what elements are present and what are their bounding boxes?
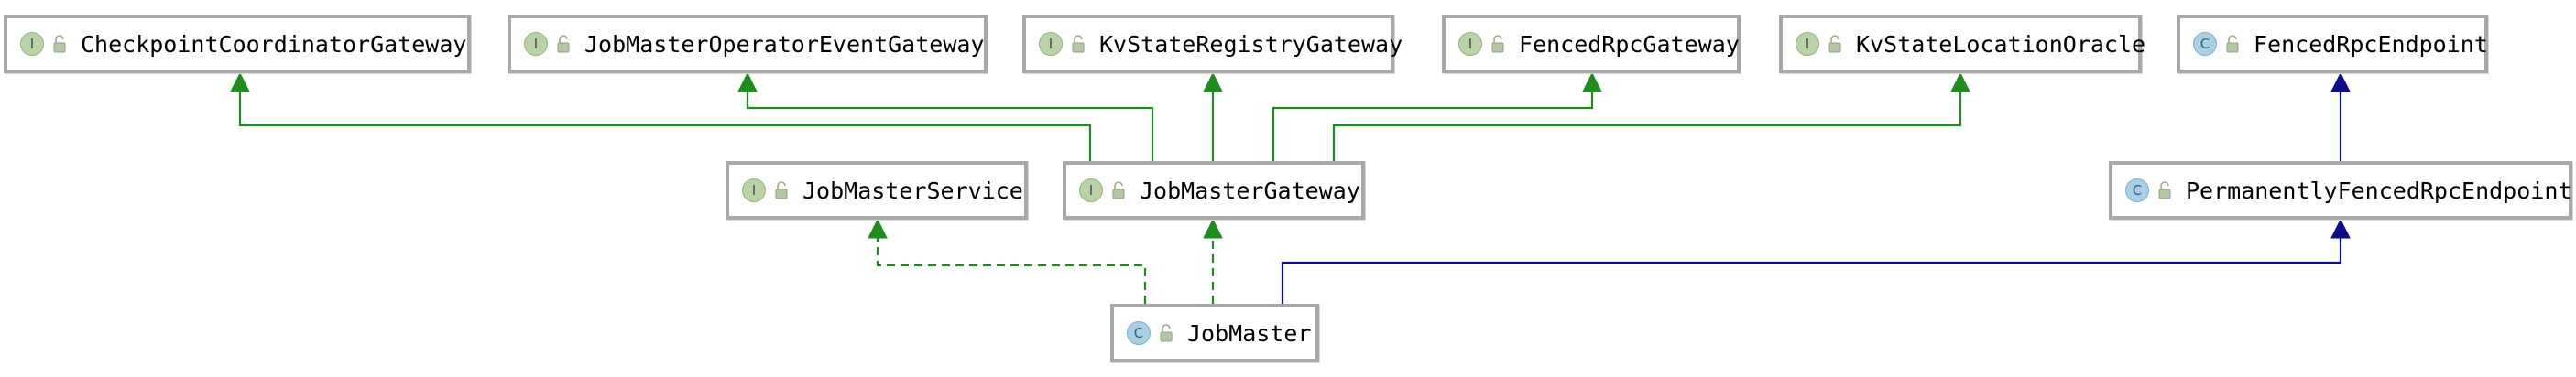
node-label: CheckpointCoordinatorGateway — [81, 30, 467, 58]
edge-job-master-gateway-to-kv-state-registry-gateway — [1203, 71, 1223, 161]
edge-line — [1281, 236, 2342, 304]
lock-icon — [1072, 33, 1085, 55]
node-job-master-service[interactable]: I JobMasterService — [726, 161, 1028, 220]
edge-job-master-to-job-master-service — [868, 218, 1147, 304]
edge-job-master-gateway-to-job-master-operator-event-gateway — [737, 71, 1154, 161]
interface-icon: I — [1079, 178, 1103, 202]
lock-icon — [775, 179, 788, 201]
node-fenced-rpc-gateway[interactable]: I FencedRpcGateway — [1442, 15, 1741, 73]
node-label: JobMasterService — [802, 177, 1023, 204]
interface-icon: I — [1039, 32, 1063, 56]
node-permanently-fenced-rpc-endpoint[interactable]: C PermanentlyFencedRpcEndpoint — [2109, 161, 2572, 220]
arrowhead-icon — [2330, 71, 2351, 92]
node-job-master[interactable]: C JobMaster — [1110, 304, 1319, 362]
node-job-master-operator-event-gateway[interactable]: I JobMasterOperatorEventGateway — [508, 15, 988, 73]
lock-icon — [1112, 179, 1125, 201]
node-label: FencedRpcEndpoint — [2254, 30, 2488, 58]
arrowhead-icon — [230, 71, 250, 92]
node-label: JobMaster — [1187, 319, 1312, 347]
lock-icon — [2158, 179, 2171, 201]
arrowhead-icon — [1950, 71, 1970, 92]
interface-icon: I — [742, 178, 766, 202]
class-icon: C — [2125, 178, 2149, 202]
node-kv-state-registry-gateway[interactable]: I KvStateRegistryGateway — [1022, 15, 1403, 73]
interface-icon: I — [1458, 32, 1482, 56]
edge-line — [1272, 90, 1594, 161]
node-label: KvStateLocationOracle — [1856, 30, 2146, 58]
node-job-master-gateway[interactable]: I JobMasterGateway — [1063, 161, 1365, 220]
node-label: KvStateRegistryGateway — [1099, 30, 1403, 58]
arrowhead-icon — [737, 71, 758, 92]
edge-line — [746, 90, 1154, 161]
edge-job-master-gateway-to-kv-state-location-oracle — [1332, 71, 1970, 161]
interface-icon: I — [1796, 32, 1819, 56]
edge-job-master-to-permanently-fenced-rpc-endpoint — [1281, 218, 2351, 304]
class-icon: C — [1127, 321, 1151, 345]
lock-icon — [1828, 33, 1841, 55]
edge-job-master-gateway-to-checkpoint-coordinator-gateway — [230, 71, 1092, 161]
edge-job-master-to-job-master-gateway — [1203, 218, 1223, 304]
arrowhead-icon — [2330, 218, 2351, 239]
arrowhead-icon — [1582, 71, 1602, 92]
lock-icon — [1160, 322, 1173, 344]
interface-icon: I — [524, 32, 548, 56]
lock-icon — [557, 33, 570, 55]
node-fenced-rpc-endpoint[interactable]: C FencedRpcEndpoint — [2177, 15, 2488, 73]
arrowhead-icon — [1203, 71, 1223, 92]
node-label: FencedRpcGateway — [1519, 30, 1740, 58]
edge-line — [1332, 90, 1962, 161]
class-icon: C — [2193, 32, 2217, 56]
node-label: JobMasterGateway — [1140, 177, 1360, 204]
node-kv-state-location-oracle[interactable]: I KvStateLocationOracle — [1779, 15, 2146, 73]
node-label: PermanentlyFencedRpcEndpoint — [2186, 177, 2572, 204]
edge-permanently-fenced-rpc-endpoint-to-fenced-rpc-endpoint — [2330, 71, 2351, 161]
interface-icon: I — [20, 32, 44, 56]
node-label: JobMasterOperatorEventGateway — [584, 30, 985, 58]
edge-line — [238, 90, 1092, 161]
arrowhead-icon — [868, 218, 888, 239]
lock-icon — [1491, 33, 1504, 55]
node-checkpoint-coordinator-gateway[interactable]: I CheckpointCoordinatorGateway — [4, 15, 471, 73]
edge-line — [876, 236, 1147, 304]
lock-icon — [2226, 33, 2239, 55]
edge-job-master-gateway-to-fenced-rpc-gateway — [1272, 71, 1602, 161]
arrowhead-icon — [1203, 218, 1223, 239]
lock-icon — [53, 33, 66, 55]
